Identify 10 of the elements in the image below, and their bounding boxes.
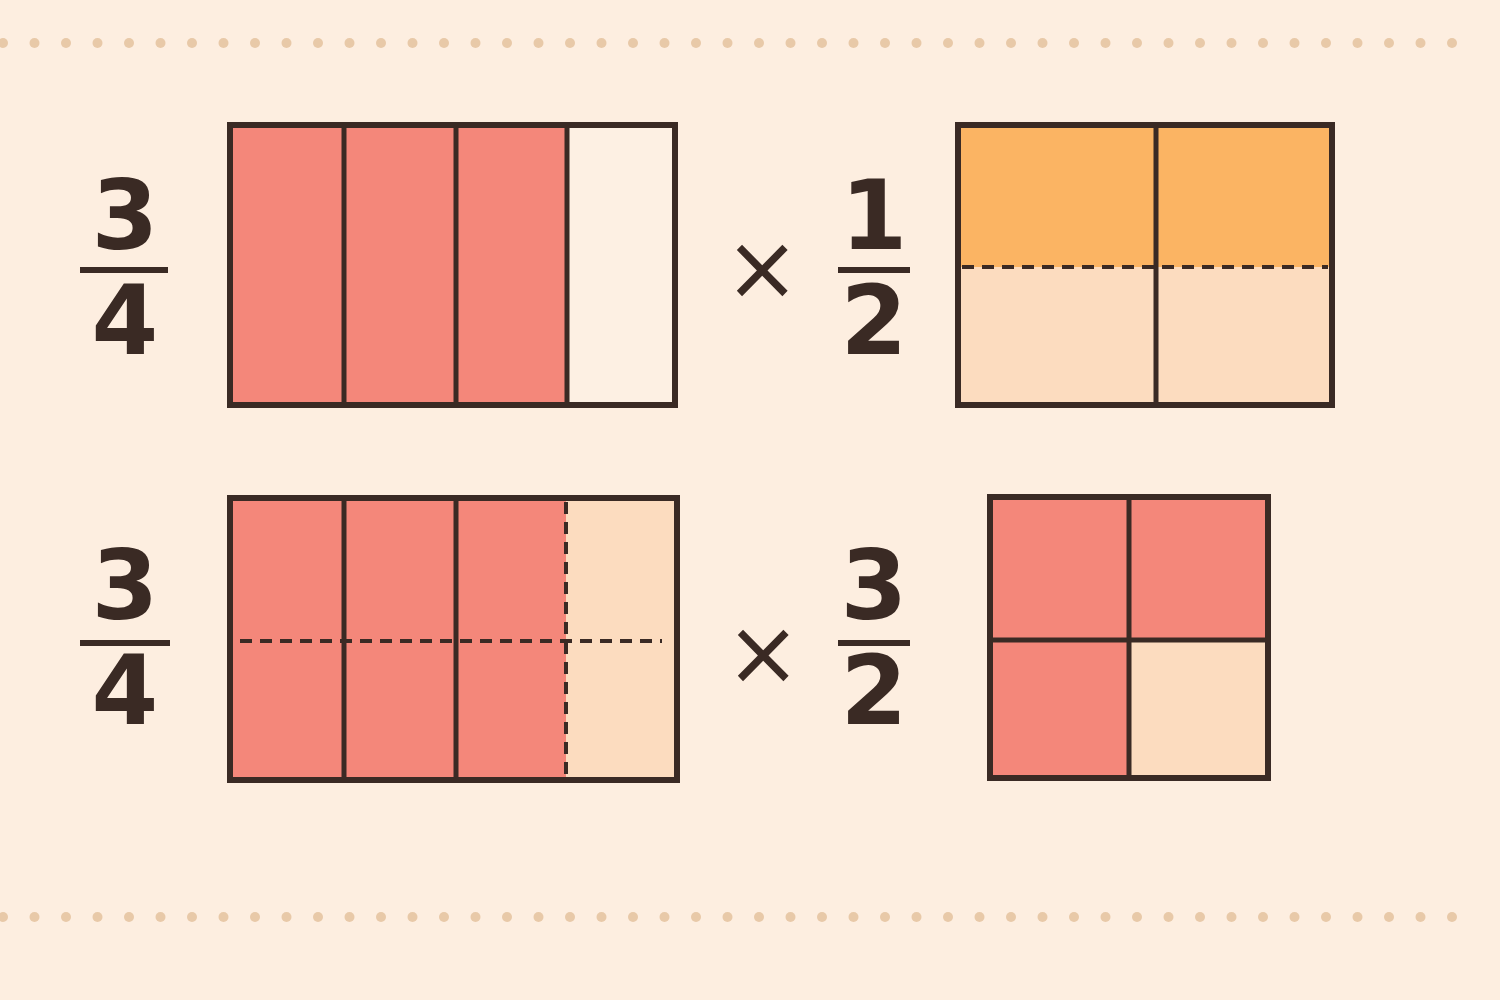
numerator: 3 <box>91 168 159 264</box>
times-sign: × <box>725 608 801 698</box>
numerator: 3 <box>91 538 159 634</box>
numerator: 3 <box>840 538 908 634</box>
denominator: 4 <box>91 273 159 369</box>
numerator: 1 <box>840 168 908 264</box>
denominator: 2 <box>840 273 908 369</box>
denominator: 4 <box>91 643 159 739</box>
denominator: 2 <box>840 643 908 739</box>
times-sign: × <box>724 223 800 313</box>
